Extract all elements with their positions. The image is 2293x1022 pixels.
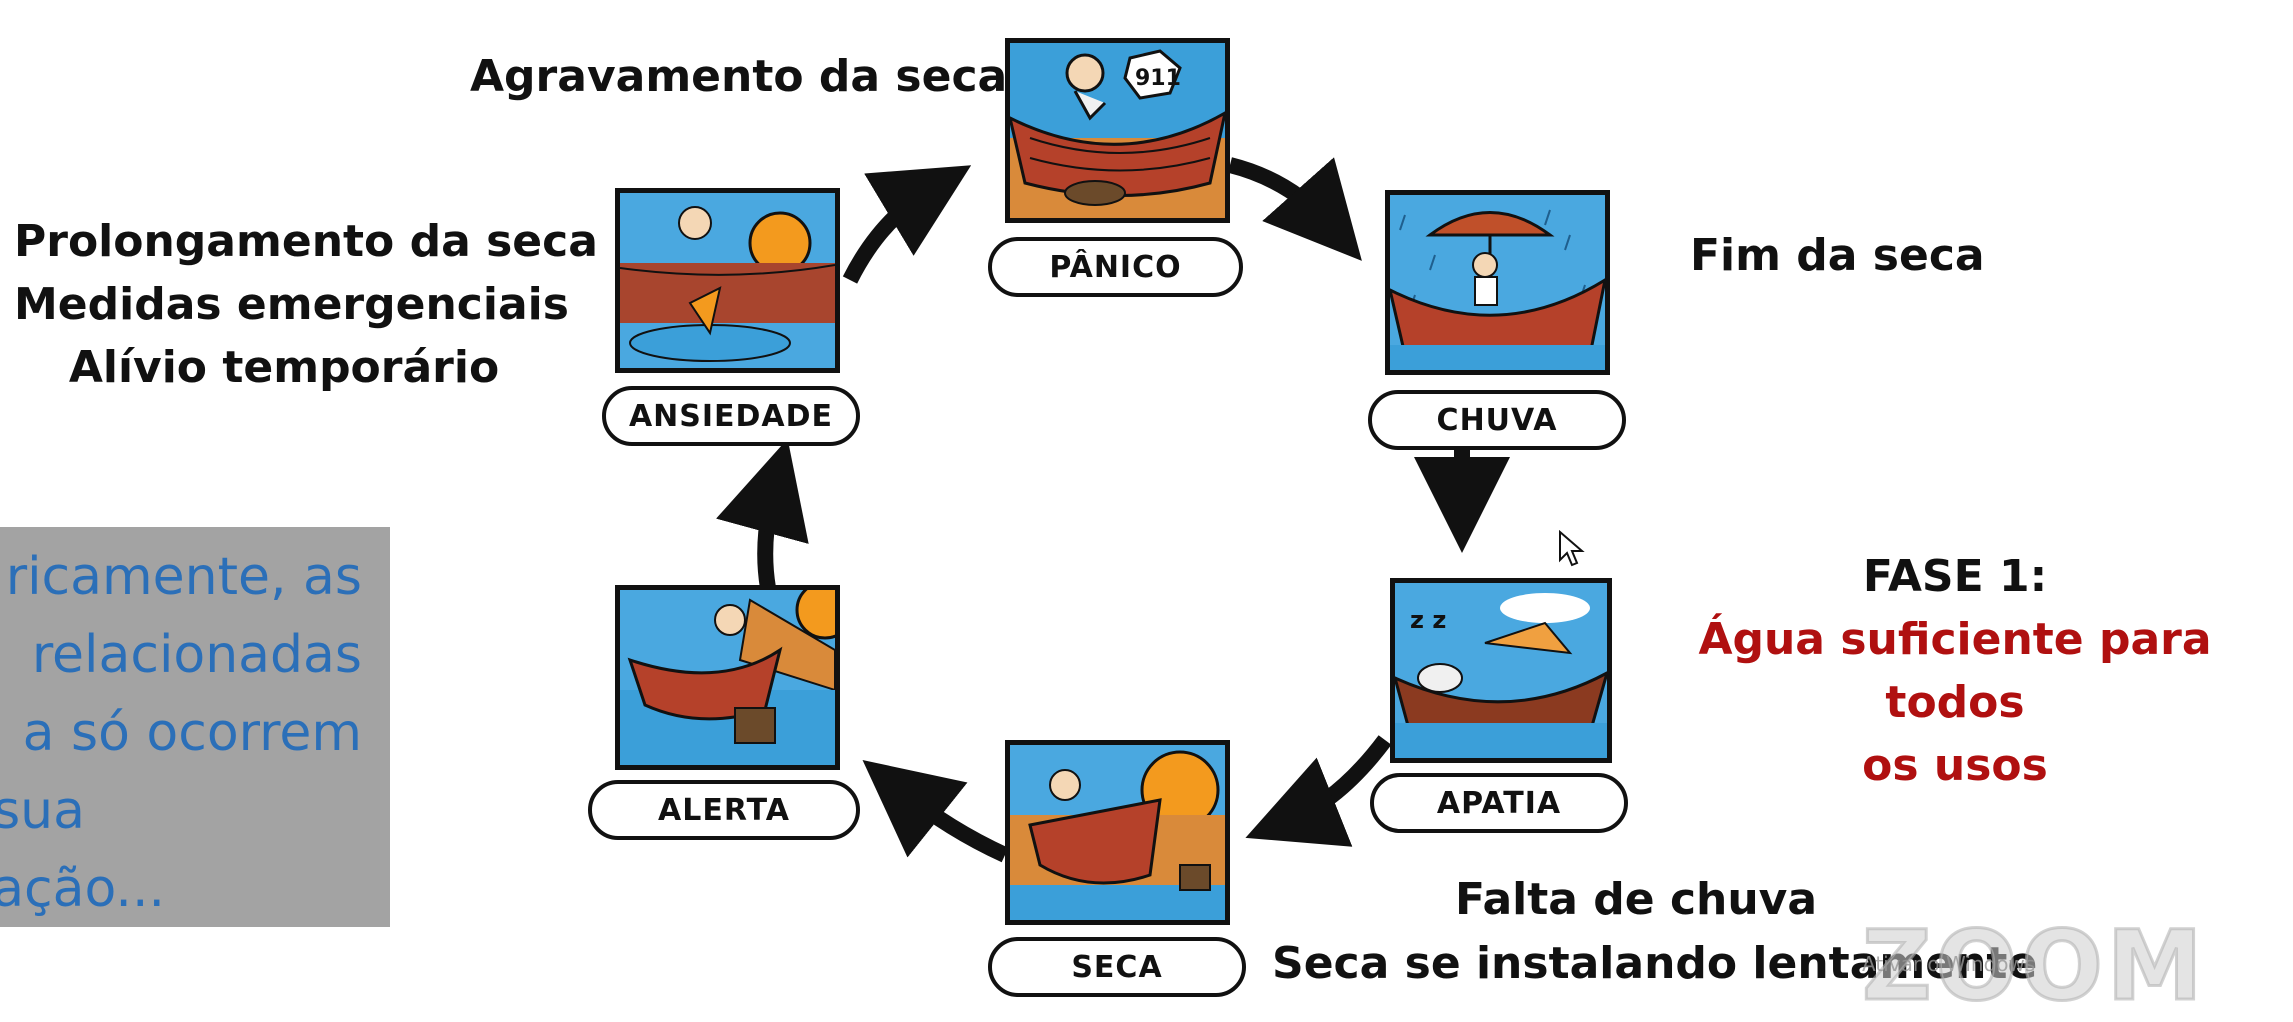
label-apatia: APATIA — [1370, 773, 1628, 833]
panel-apatia: z z — [1390, 578, 1612, 763]
side-note-line-3: a só ocorrem — [22, 703, 362, 763]
umbrella-icon — [1425, 211, 1555, 237]
side-note-line-5: ação... — [0, 859, 165, 919]
caption-prolongamento-line-1: Prolongamento da seca — [14, 216, 598, 267]
fase-title: FASE 1: — [1862, 551, 2048, 602]
side-note-box: ricamente, as relacionadas a só ocorrem … — [0, 527, 390, 927]
watermark-subtext: Ativar o Windows — [1862, 952, 2036, 976]
label-chuva: CHUVA — [1368, 390, 1626, 450]
alerta-sun-icon — [795, 590, 835, 640]
caption-seca-instalando: Seca se instalando lentamente — [1272, 938, 2038, 989]
label-alerta: ALERTA — [588, 780, 860, 840]
panel-chuva — [1385, 190, 1610, 375]
side-note-line-1: ricamente, as — [5, 547, 362, 607]
panel-ansiedade — [615, 188, 840, 373]
caption-fim-seca: Fim da seca — [1690, 230, 1985, 281]
panic-911-text: 911 — [1135, 66, 1181, 91]
side-note-line-2: relacionadas — [31, 625, 362, 685]
caption-prolongamento-line-2: Medidas emergenciais — [14, 279, 569, 330]
arrow-alerta-ansiedade — [716, 438, 809, 590]
cursor-icon — [1559, 530, 1585, 567]
caption-prolongamento: Prolongamento da seca Medidas emergencia… — [14, 210, 598, 399]
arrow-seca-alerta — [862, 760, 1009, 863]
arrow-apatia-seca — [1245, 735, 1392, 847]
caption-prolongamento-line-3: Alívio temporário — [68, 342, 500, 393]
label-ansiedade: ANSIEDADE — [602, 386, 860, 446]
svg-text:z z: z z — [1410, 606, 1446, 634]
side-note-line-4: sua — [0, 781, 85, 841]
panel-panico: 911 — [1005, 38, 1230, 223]
fase-text-line-1: Água suficiente para todos — [1698, 614, 2212, 728]
caption-falta-chuva: Falta de chuva — [1455, 874, 1818, 925]
arrow-panico-chuva — [1227, 157, 1362, 261]
arrow-ansiedade-panico — [842, 165, 972, 284]
panel-seca — [1005, 740, 1230, 925]
label-seca: SECA — [988, 937, 1246, 997]
fase-text-line-2: os usos — [1862, 740, 2048, 791]
caption-agravamento: Agravamento da seca — [470, 51, 1008, 102]
label-panico: PÂNICO — [988, 237, 1243, 297]
panel-alerta — [615, 585, 840, 770]
fase-block: FASE 1: Água suficiente para todos os us… — [1630, 545, 2280, 797]
